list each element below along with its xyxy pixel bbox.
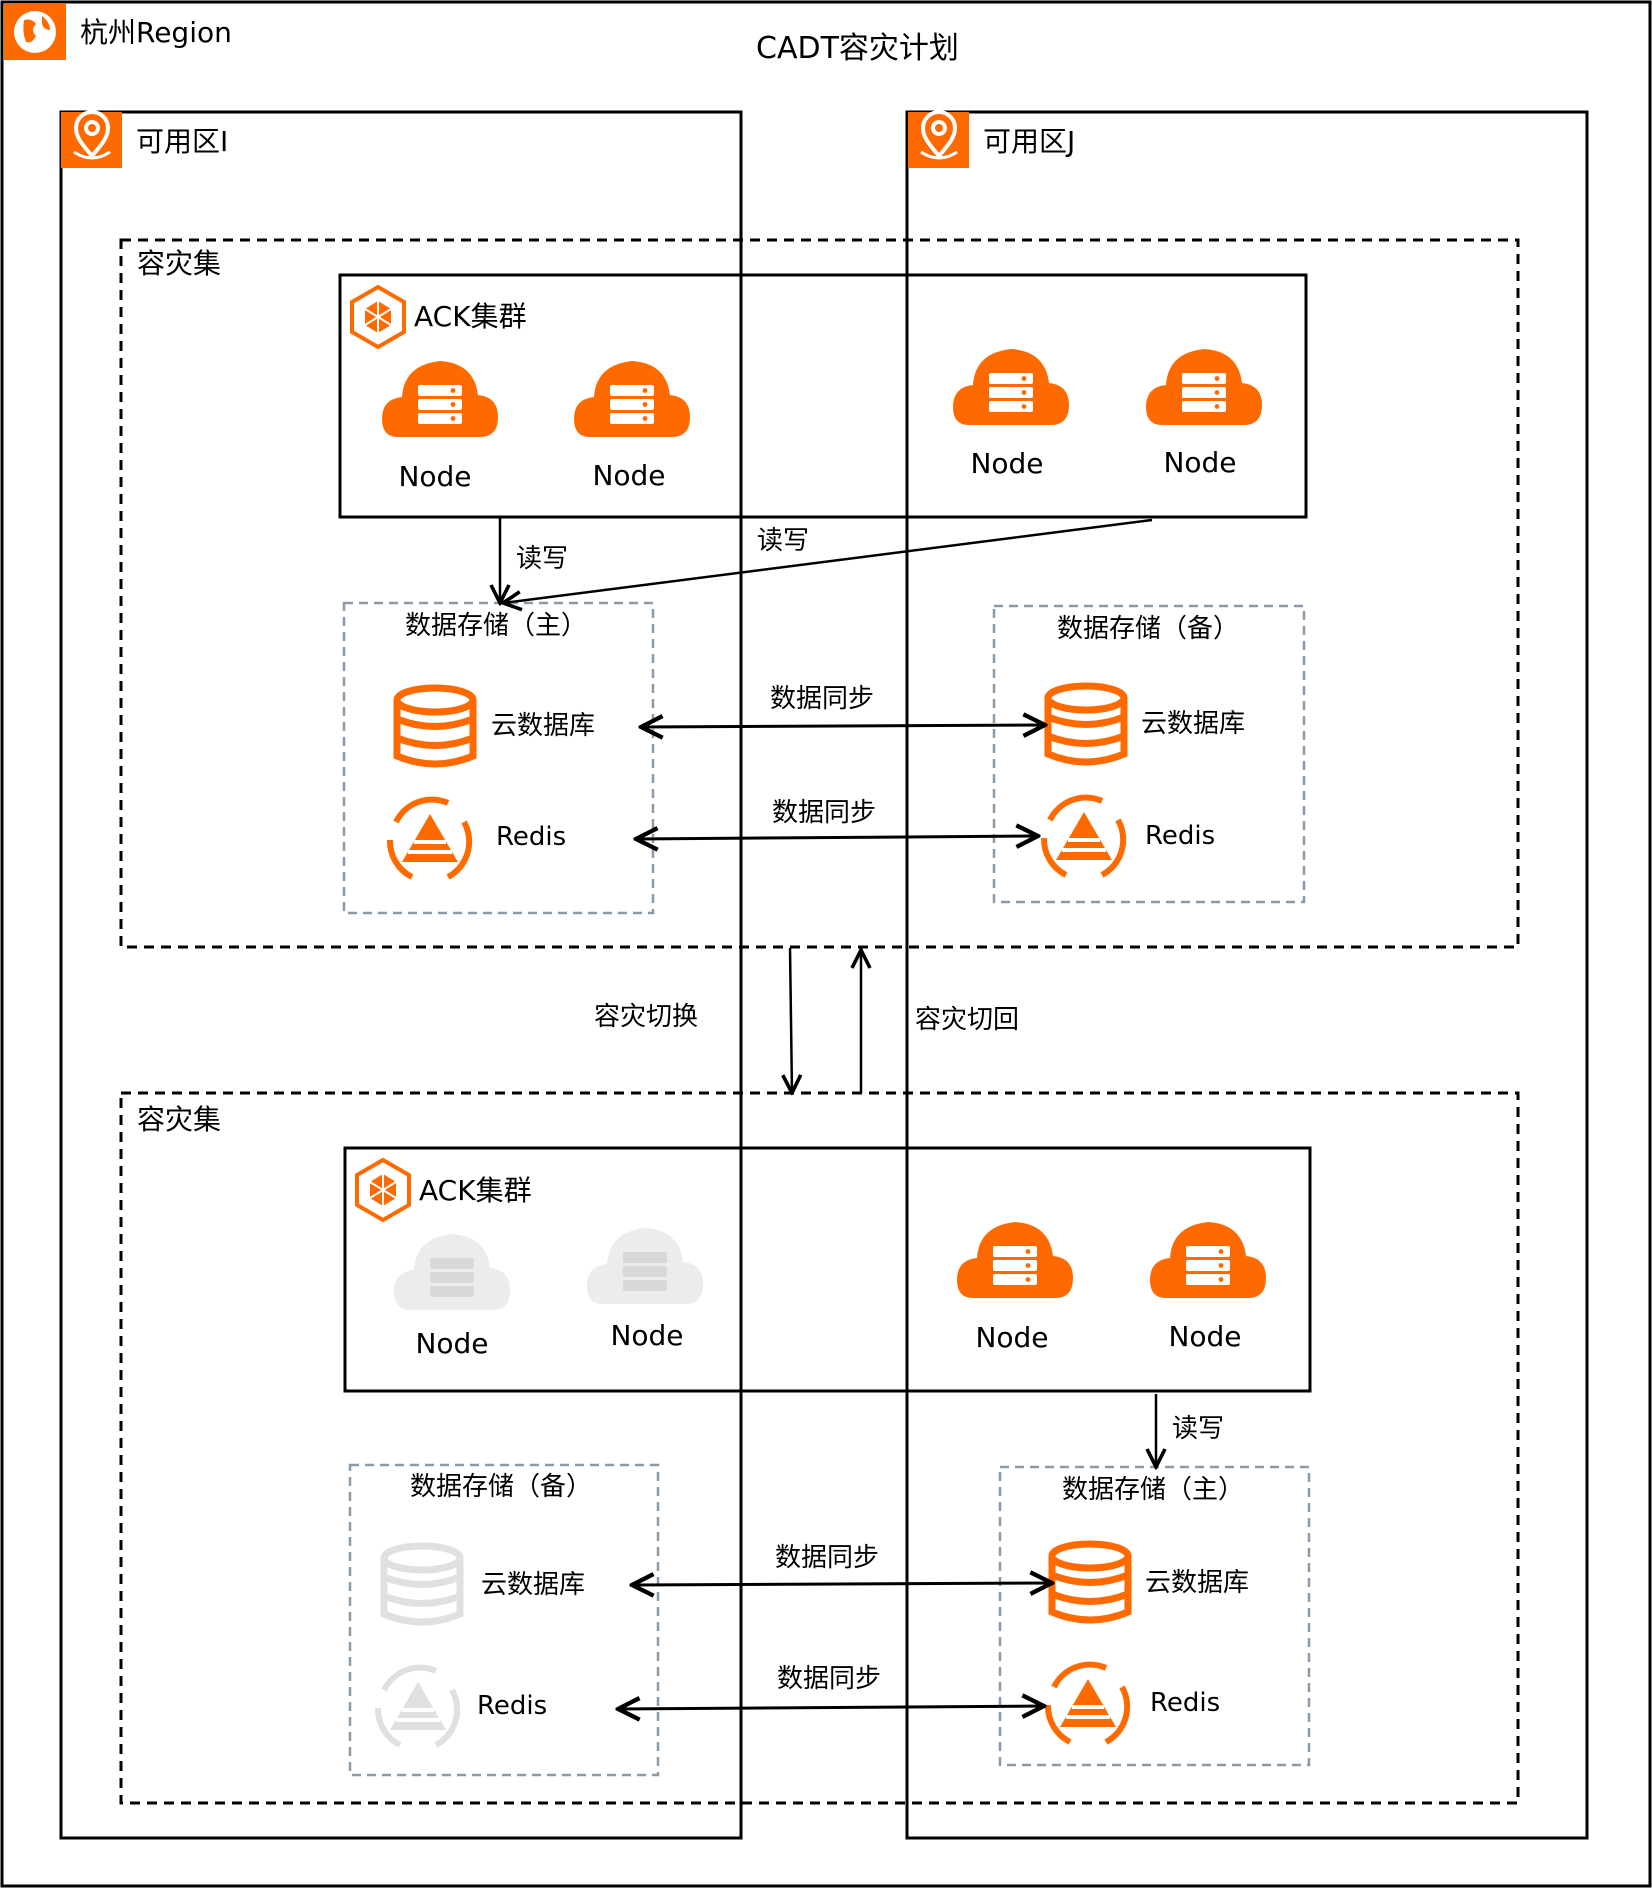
redis-label: Redis bbox=[496, 822, 567, 852]
redis-icon-inactive bbox=[378, 1668, 457, 1745]
database-icon bbox=[1048, 686, 1124, 762]
sync-arrow bbox=[636, 836, 1038, 839]
database-label: 云数据库 bbox=[1141, 709, 1246, 739]
storage-primary-label: 数据存储（主） bbox=[405, 611, 588, 641]
node-label: Node bbox=[610, 1319, 684, 1352]
location-pin-icon bbox=[61, 110, 122, 168]
redis-icon bbox=[390, 800, 469, 877]
dr-set-frame bbox=[119, 1091, 1520, 1805]
switchover-arrow bbox=[790, 947, 792, 1093]
node-label: Node bbox=[1168, 1320, 1242, 1353]
database-icon-inactive bbox=[384, 1546, 460, 1622]
ack-cluster-label: ACK集群 bbox=[414, 300, 527, 333]
read-write-label: 读写 bbox=[1172, 1414, 1225, 1444]
storage-standby-frame bbox=[992, 604, 1306, 904]
storage-standby-label: 数据存储（备） bbox=[1057, 614, 1240, 644]
node-icon-inactive bbox=[394, 1234, 510, 1310]
switchover-label: 容灾切换 bbox=[594, 1002, 699, 1032]
ack-cluster-label: ACK集群 bbox=[419, 1174, 532, 1207]
node-icon bbox=[953, 349, 1069, 425]
sync-label: 数据同步 bbox=[775, 1543, 880, 1573]
sync-label: 数据同步 bbox=[770, 684, 875, 714]
sync-arrow bbox=[632, 1583, 1052, 1585]
zone-i-label: 可用区I bbox=[136, 125, 229, 158]
storage-primary-frame bbox=[998, 1465, 1311, 1767]
node-icon-inactive bbox=[587, 1228, 703, 1304]
database-label: 云数据库 bbox=[481, 1570, 586, 1600]
region-label: 杭州Region bbox=[80, 16, 232, 49]
database-icon bbox=[397, 688, 473, 764]
sync-label: 数据同步 bbox=[772, 798, 877, 828]
redis-icon bbox=[1048, 1665, 1127, 1742]
storage-primary-frame bbox=[342, 601, 655, 915]
storage-primary-label: 数据存储（主） bbox=[1062, 1475, 1245, 1505]
redis-label: Redis bbox=[477, 1691, 548, 1721]
node-icon bbox=[382, 361, 498, 437]
node-icon bbox=[1150, 1222, 1266, 1298]
database-label: 云数据库 bbox=[1145, 1568, 1250, 1598]
node-label: Node bbox=[398, 460, 472, 493]
database-label: 云数据库 bbox=[491, 711, 596, 741]
page-title: CADT容灾计划 bbox=[756, 31, 959, 66]
node-label: Node bbox=[970, 447, 1044, 480]
read-write-label: 读写 bbox=[516, 544, 569, 574]
sync-arrow bbox=[641, 725, 1045, 727]
ack-cluster-frame bbox=[343, 1146, 1312, 1393]
node-label: Node bbox=[975, 1321, 1049, 1354]
read-write-label: 读写 bbox=[757, 526, 810, 556]
location-pin-icon bbox=[908, 110, 969, 168]
database-icon bbox=[1052, 1544, 1128, 1620]
dr-set-label: 容灾集 bbox=[137, 1103, 222, 1136]
node-icon bbox=[1146, 349, 1262, 425]
zone-i-frame bbox=[59, 110, 743, 1840]
switchback-label: 容灾切回 bbox=[915, 1005, 1020, 1035]
node-label: Node bbox=[415, 1327, 489, 1360]
zone-j-frame bbox=[905, 110, 1589, 1840]
ack-cluster-icon bbox=[355, 1158, 411, 1222]
read-write-arrow bbox=[503, 518, 1153, 603]
ack-cluster-icon bbox=[350, 285, 406, 349]
node-icon bbox=[957, 1222, 1073, 1298]
node-icon bbox=[574, 361, 690, 437]
dr-set-frame bbox=[119, 238, 1520, 949]
redis-label: Redis bbox=[1150, 1688, 1221, 1718]
globe-icon bbox=[4, 4, 66, 60]
storage-standby-frame bbox=[348, 1463, 660, 1777]
dr-set-label: 容灾集 bbox=[137, 247, 222, 280]
node-label: Node bbox=[592, 459, 666, 492]
redis-icon bbox=[1044, 798, 1123, 875]
redis-label: Redis bbox=[1145, 821, 1216, 851]
sync-label: 数据同步 bbox=[777, 1664, 882, 1694]
zone-j-label: 可用区J bbox=[983, 125, 1076, 158]
node-label: Node bbox=[1163, 446, 1237, 479]
sync-arrow bbox=[618, 1706, 1044, 1709]
ack-cluster-frame bbox=[338, 273, 1308, 519]
storage-standby-label: 数据存储（备） bbox=[410, 1472, 593, 1502]
